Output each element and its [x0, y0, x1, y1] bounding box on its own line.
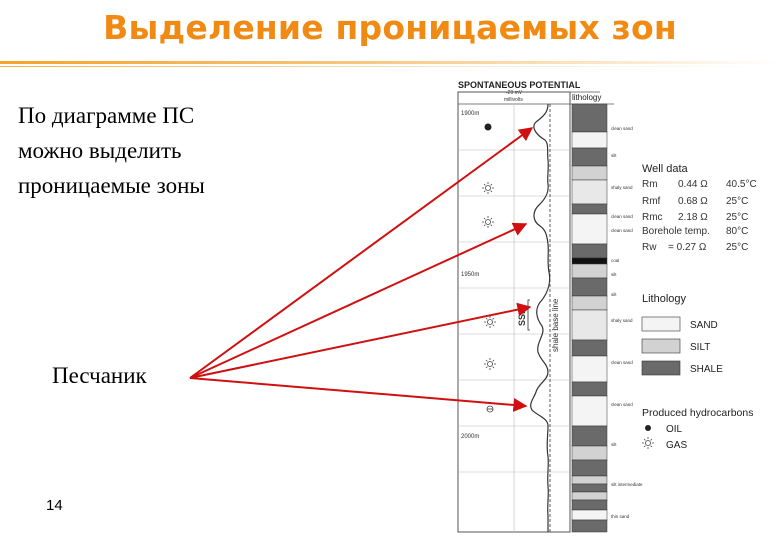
body-line-3: проницаемые зоны [18, 173, 205, 198]
lith-note: clean sand [611, 126, 633, 131]
legend-swatch-silt [641, 338, 681, 354]
legend-label-silt: SILT [690, 342, 710, 353]
well-data-title: Well data [642, 163, 689, 175]
arrow-to-zone-2 [189, 222, 528, 379]
well-data-value: 0.68 Ω [678, 196, 708, 207]
legend-swatch-shale [641, 360, 681, 376]
slide-title: Выделение проницаемых зон [103, 8, 677, 47]
legend-swatch-sand [641, 316, 681, 332]
body-line-1: По диаграмме ПС [18, 103, 195, 128]
body-text: По диаграмме ПС можно выделить проницаем… [18, 98, 205, 203]
lith-note: clean sand [611, 214, 633, 219]
well-data-temp: 25°C [726, 242, 748, 253]
track-gridlines [458, 104, 570, 532]
well-data-value: = 0.27 Ω [668, 242, 707, 253]
arrow-to-zone-4 [189, 377, 528, 412]
lith-note: shaly sand [611, 318, 633, 323]
gas-star-icon [642, 437, 654, 449]
well-data-label: Rmc [642, 212, 663, 223]
gas-star-icon [484, 358, 496, 370]
arrow-to-zone-3 [189, 302, 532, 379]
ssp-bracket [527, 299, 530, 331]
depth-label-1900: 1900m [461, 111, 479, 117]
lith-note: silt [611, 292, 617, 297]
legend-lithology-title: Lithology [642, 293, 687, 305]
arrow-to-zone-1 [189, 127, 534, 379]
body-line-2: можно выделить [18, 138, 182, 163]
title-underline-thin [0, 66, 780, 67]
shale-base-label: shale base line [551, 298, 560, 352]
lith-note: silt [611, 272, 617, 277]
lith-note: shaly sand [611, 185, 633, 190]
log-header-title: SPONTANEOUS POTENTIAL [458, 80, 581, 90]
arrows [189, 127, 534, 412]
log-header-scale-sub: millivolts [504, 97, 523, 103]
ssp-label: SSP [517, 308, 527, 326]
oil-gas-icon [486, 405, 494, 413]
lithology-column [571, 103, 608, 533]
well-data-temp: 25°C [726, 196, 748, 207]
gas-star-icon [484, 316, 496, 328]
slide-number: 14 [46, 497, 63, 514]
well-data-label: Rmf [642, 196, 661, 207]
title-underline [0, 61, 780, 64]
oil-dot-icon [645, 425, 651, 431]
legend-label-shale: SHALE [690, 364, 723, 375]
sandstone-label: Песчаник [52, 363, 147, 388]
log-header-scale: -20 mV [506, 90, 523, 96]
well-data-temp: 25°C [726, 212, 748, 223]
lith-note: clean sand [611, 402, 633, 407]
well-data-temp: 40.5°C [726, 179, 757, 190]
legend-label-oil: OIL [666, 424, 683, 435]
legend-label-gas: GAS [666, 440, 687, 451]
well-data-value: 2.18 Ω [678, 212, 708, 223]
lith-note: coal [611, 258, 619, 263]
gas-star-icon [482, 182, 494, 194]
well-data-label: Rw [642, 242, 657, 253]
depth-label-2000: 2000m [461, 434, 479, 440]
well-data-temp: 80°C [726, 226, 748, 237]
lith-note: clean sand [611, 360, 633, 365]
well-data-label: Rm [642, 179, 658, 190]
sp-curve [530, 103, 551, 532]
legend-hydrocarbons-title: Produced hydrocarbons [642, 407, 754, 419]
lith-note: silt intermediate [611, 482, 643, 487]
lith-note: silt [611, 442, 617, 447]
lith-note: silt [611, 153, 617, 158]
legend-label-sand: SAND [690, 320, 718, 331]
well-data-label: Borehole temp. [642, 226, 710, 237]
lith-note: thin sand [611, 514, 630, 519]
gas-star-icon [482, 216, 494, 228]
well-data-value: 0.44 Ω [678, 179, 708, 190]
lith-note: clean sand [611, 228, 633, 233]
oil-dot-icon [484, 123, 492, 131]
depth-label-1950: 1950m [461, 272, 479, 278]
log-header-lithology: lithology [572, 93, 601, 102]
